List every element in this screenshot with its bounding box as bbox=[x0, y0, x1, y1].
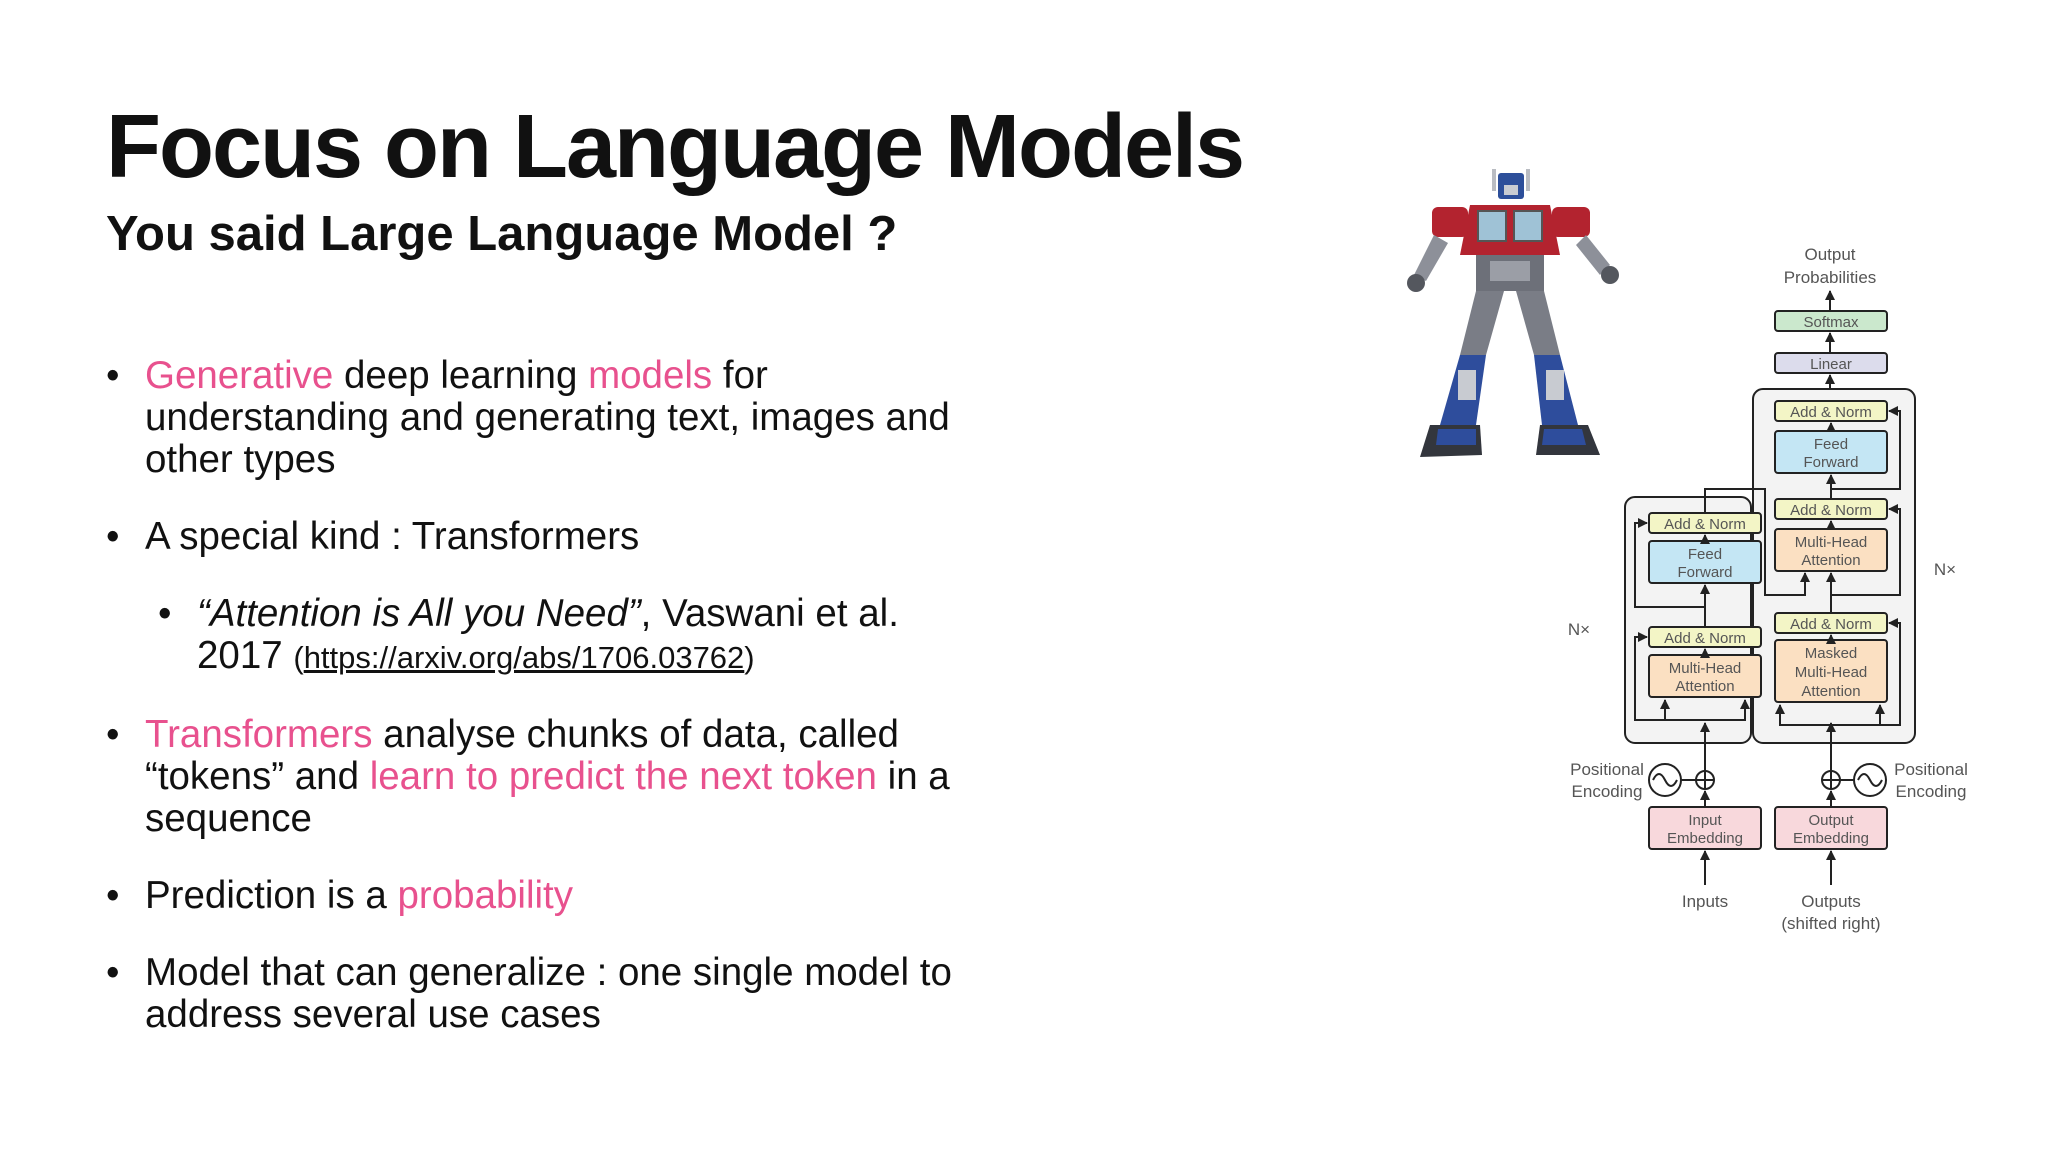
robot-figure bbox=[1407, 169, 1619, 457]
bullet-text: Model that can generalize : one single m… bbox=[145, 951, 952, 1036]
bullet-generative: Generative deep learning models for unde… bbox=[106, 355, 976, 481]
transformer-diagram: Output Probabilities Softmax Linear Add … bbox=[1568, 245, 1968, 933]
paren-open: ( bbox=[293, 640, 304, 675]
encoder-add-norm-2-label: Add & Norm bbox=[1664, 516, 1746, 533]
encoder-positional-encoding-label-2: Encoding bbox=[1572, 782, 1643, 801]
highlight-generative: Generative bbox=[145, 354, 334, 397]
linear-block bbox=[1774, 352, 1888, 374]
slide-title: Focus on Language Models bbox=[106, 97, 1245, 197]
sub-bullet-paper: “Attention is All you Need”, Vaswani et … bbox=[106, 593, 976, 679]
bullet-list: Generative deep learning models for unde… bbox=[106, 355, 976, 1071]
output-probabilities-label: Output bbox=[1804, 245, 1855, 264]
masked-mha-label-3: Attention bbox=[1801, 683, 1860, 700]
bullet-text: for understanding and generating text, i… bbox=[145, 354, 950, 481]
input-embedding-label: Input bbox=[1688, 812, 1722, 829]
encoder-feed-forward-label-2: Forward bbox=[1677, 564, 1732, 581]
softmax-label: Softmax bbox=[1803, 314, 1859, 331]
bullet-tokens: Transformers analyse chunks of data, cal… bbox=[106, 714, 976, 840]
decoder-add-norm-3-label: Add & Norm bbox=[1790, 404, 1872, 421]
decoder-mha-label: Multi-Head bbox=[1795, 534, 1868, 551]
bullet-transformers: A special kind : Transformers bbox=[106, 515, 976, 559]
outputs-shifted-label: (shifted right) bbox=[1781, 914, 1880, 933]
highlight-transformers: Transformers bbox=[145, 713, 373, 756]
encoder-positional-encoding-label: Positional bbox=[1570, 760, 1644, 779]
output-probabilities-label-2: Probabilities bbox=[1784, 268, 1877, 287]
paper-title: “Attention is All you Need” bbox=[197, 592, 641, 635]
bullet-text: in a sequence bbox=[145, 755, 950, 840]
slide-subtitle: You said Large Language Model ? bbox=[106, 207, 898, 261]
bullet-text: Prediction is a bbox=[145, 874, 398, 917]
bullet-text: A special kind : Transformers bbox=[145, 515, 640, 558]
decoder-positional-encoding-label-2: Encoding bbox=[1896, 782, 1967, 801]
highlight-models: models bbox=[588, 354, 713, 397]
encoder-nx-label: N× bbox=[1568, 620, 1590, 639]
output-embedding-label: Output bbox=[1808, 812, 1854, 829]
decoder-add-norm-2-label: Add & Norm bbox=[1790, 502, 1872, 519]
paper-link[interactable]: https://arxiv.org/abs/1706.03762 bbox=[303, 640, 745, 675]
bullet-text: deep learning bbox=[333, 354, 589, 397]
encoder-mha-label: Multi-Head bbox=[1669, 660, 1742, 677]
highlight-next-token: learn to predict the next token bbox=[369, 755, 877, 798]
decoder-feed-forward-label-2: Forward bbox=[1803, 454, 1858, 471]
bullet-text: , Vaswani et al. 2017 bbox=[197, 592, 899, 677]
softmax-block bbox=[1774, 310, 1888, 332]
output-embedding-label-2: Embedding bbox=[1793, 830, 1869, 847]
paren-close: ) bbox=[744, 640, 755, 675]
linear-label: Linear bbox=[1810, 356, 1852, 373]
encoder-add-norm-1-label: Add & Norm bbox=[1664, 630, 1746, 647]
input-embedding-label-2: Embedding bbox=[1667, 830, 1743, 847]
paper-link-wrapper: (https://arxiv.org/abs/1706.03762) bbox=[293, 640, 754, 675]
inputs-label: Inputs bbox=[1682, 892, 1728, 911]
masked-mha-label-2: Multi-Head bbox=[1795, 664, 1868, 681]
bullet-generalize: Model that can generalize : one single m… bbox=[106, 952, 976, 1036]
outputs-label: Outputs bbox=[1801, 892, 1861, 911]
bullet-probability: Prediction is a probability bbox=[106, 874, 976, 918]
decoder-add-norm-1-label: Add & Norm bbox=[1790, 616, 1872, 633]
decoder-nx-label: N× bbox=[1934, 560, 1956, 579]
bullet-text: analyse chunks of data, called “tokens” … bbox=[145, 713, 899, 798]
encoder-mha-label-2: Attention bbox=[1675, 678, 1734, 695]
decoder-feed-forward-label: Feed bbox=[1814, 436, 1848, 453]
masked-mha-label: Masked bbox=[1805, 645, 1858, 662]
encoder-feed-forward-label: Feed bbox=[1688, 546, 1722, 563]
decoder-positional-encoding-label: Positional bbox=[1894, 760, 1968, 779]
decoder-mha-label-2: Attention bbox=[1801, 552, 1860, 569]
highlight-probability: probability bbox=[397, 874, 574, 917]
